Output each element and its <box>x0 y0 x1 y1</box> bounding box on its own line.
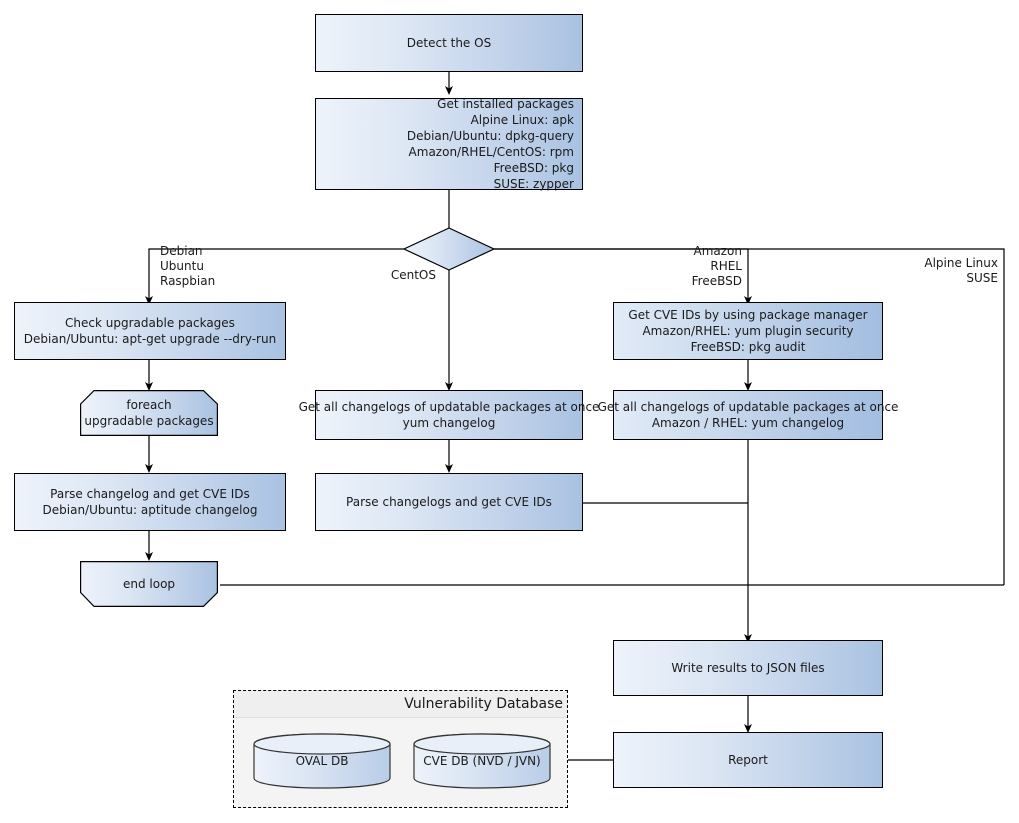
decision-diamond <box>402 227 496 271</box>
parse-changelog-deb-line-2: Debian/Ubuntu: aptitude changelog <box>42 503 258 517</box>
parse-changelogs-centos-label: Parse changelogs and get CVE IDs <box>346 495 552 509</box>
node-end-loop[interactable]: end loop <box>80 561 218 607</box>
branch-alpine-line-1: Alpine Linux <box>924 256 998 270</box>
node-check-upgradable[interactable]: Check upgradable packages Debian/Ubuntu:… <box>14 302 286 360</box>
get-cve-ids-line-3: FreeBSD: pkg audit <box>690 340 806 354</box>
foreach-line-1: foreach <box>126 398 172 412</box>
pkg-line-5: FreeBSD: pkg <box>493 161 574 175</box>
pkg-line-4: Amazon/RHEL/CentOS: rpm <box>408 145 574 159</box>
check-upgradable-line-2: Debian/Ubuntu: apt-get upgrade --dry-run <box>23 332 277 346</box>
branch-label-centos: CentOS <box>330 268 436 283</box>
branch-label-debian: Debian Ubuntu Raspbian <box>160 244 280 289</box>
get-cve-ids-line-2: Amazon/RHEL: yum plugin security <box>642 324 854 338</box>
pkg-line-2: Alpine Linux: apk <box>470 113 574 127</box>
node-write-results[interactable]: Write results to JSON files <box>613 640 883 696</box>
branch-debian-line-3: Raspbian <box>160 274 216 288</box>
branch-debian-line-2: Ubuntu <box>160 259 204 273</box>
db-cve-label: CVE DB (NVD / JVN) <box>423 754 541 768</box>
foreach-line-2: upgradable packages <box>84 414 214 428</box>
node-parse-changelogs-centos[interactable]: Parse changelogs and get CVE IDs <box>315 473 583 531</box>
report-label: Report <box>728 753 768 767</box>
check-upgradable-line-1: Check upgradable packages <box>65 316 235 330</box>
db-cve[interactable]: CVE DB (NVD / JVN) <box>413 733 551 789</box>
branch-amazon-line-1: Amazon <box>693 244 743 258</box>
node-get-installed-packages[interactable]: Get installed packages Alpine Linux: apk… <box>315 97 583 191</box>
pkg-line-1: Get installed packages <box>437 97 574 111</box>
node-report[interactable]: Report <box>613 732 883 788</box>
changelogs-centos-line-1: Get all changelogs of updatable packages… <box>298 400 600 414</box>
node-changelogs-centos[interactable]: Get all changelogs of updatable packages… <box>299 390 599 440</box>
node-foreach-loop[interactable]: foreach upgradable packages <box>80 390 218 436</box>
branch-label-amazon: Amazon RHEL FreeBSD <box>620 244 742 289</box>
branch-centos-line-1: CentOS <box>390 268 436 282</box>
node-detect-os-label: Detect the OS <box>406 36 492 50</box>
node-parse-changelog-debian[interactable]: Parse changelog and get CVE IDs Debian/U… <box>14 473 286 531</box>
write-results-label: Write results to JSON files <box>671 661 825 675</box>
node-get-cve-ids-pkgmgr[interactable]: Get CVE IDs by using package manager Ama… <box>613 302 883 360</box>
pkg-line-3: Debian/Ubuntu: dpkg-query <box>406 129 574 143</box>
pkg-line-6: SUSE: zypper <box>493 177 574 191</box>
group-title: Vulnerability Database <box>404 696 563 712</box>
group-header: Vulnerability Database <box>234 691 567 718</box>
node-detect-os[interactable]: Detect the OS <box>315 14 583 72</box>
get-cve-ids-line-1: Get CVE IDs by using package manager <box>628 308 868 322</box>
changelogs-amazon-line-2: Amazon / RHEL: yum changelog <box>651 416 845 430</box>
changelogs-amazon-line-1: Get all changelogs of updatable packages… <box>597 400 899 414</box>
end-loop-label: end loop <box>122 577 176 591</box>
db-oval-label: OVAL DB <box>295 754 349 768</box>
branch-amazon-line-3: FreeBSD <box>691 274 742 288</box>
db-oval[interactable]: OVAL DB <box>253 733 391 789</box>
node-changelogs-amazon[interactable]: Get all changelogs of updatable packages… <box>598 390 898 440</box>
parse-changelog-deb-line-1: Parse changelog and get CVE IDs <box>50 487 250 501</box>
group-vulnerability-database: Vulnerability Database OVAL DB CVE DB (N… <box>233 690 568 808</box>
branch-label-alpine: Alpine Linux SUSE <box>860 256 998 286</box>
branch-alpine-line-2: SUSE <box>966 271 998 285</box>
branch-amazon-line-2: RHEL <box>710 259 742 273</box>
changelogs-centos-line-2: yum changelog <box>402 416 496 430</box>
branch-debian-line-1: Debian <box>160 244 203 258</box>
